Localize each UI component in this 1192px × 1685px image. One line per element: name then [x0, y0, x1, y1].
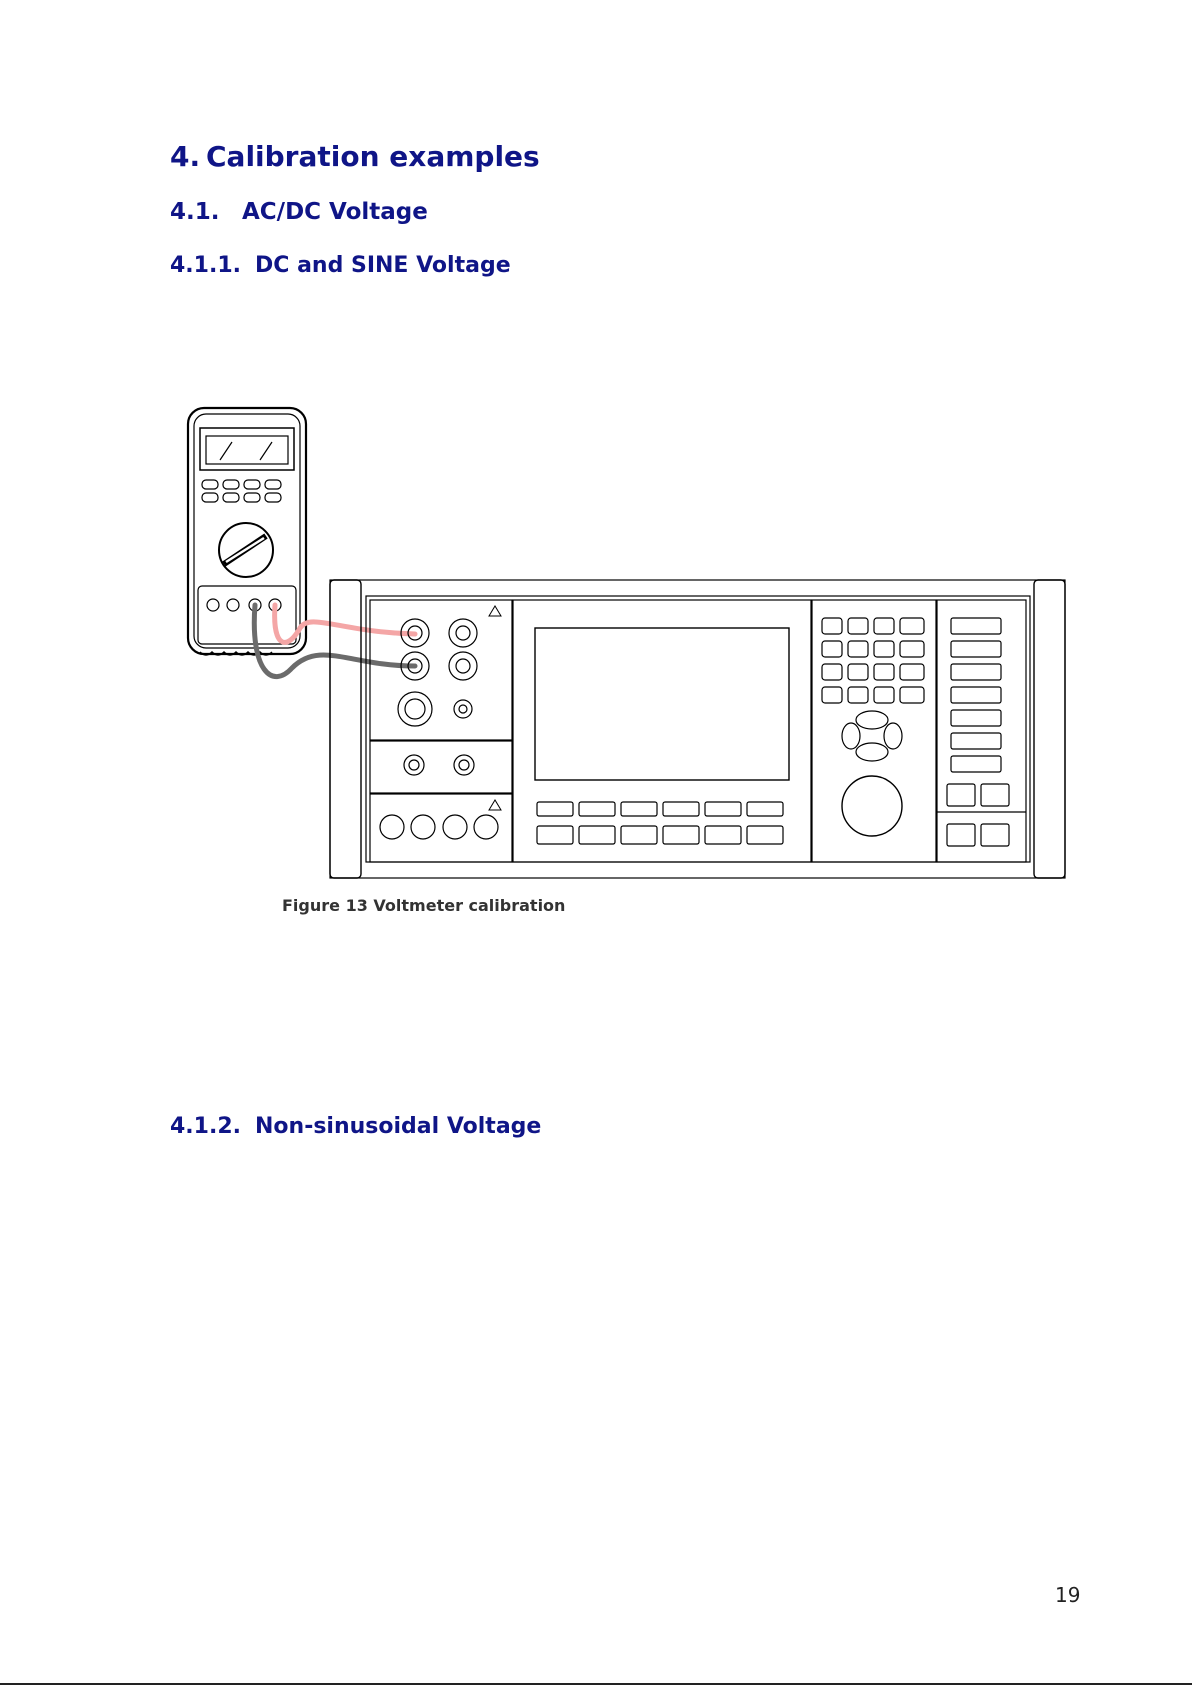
- subsection-number: 4.1.2.: [170, 1114, 255, 1139]
- chapter-heading: 4.Calibration examples: [170, 140, 540, 173]
- subsection-title: Non-sinusoidal Voltage: [255, 1114, 541, 1139]
- subsection-heading-dc-sine: 4.1.1.DC and SINE Voltage: [170, 253, 511, 278]
- subsection-number: 4.1.1.: [170, 253, 255, 278]
- chapter-number: 4.: [170, 140, 206, 173]
- multimeter-illustration: [188, 408, 306, 655]
- chapter-title: Calibration examples: [206, 140, 540, 173]
- figure-caption: Figure 13 Voltmeter calibration: [282, 896, 565, 915]
- page-number: 19: [1055, 1583, 1080, 1607]
- section-heading: 4.1.AC/DC Voltage: [170, 199, 428, 225]
- subsection-heading-non-sinusoidal: 4.1.2.Non-sinusoidal Voltage: [170, 1114, 541, 1139]
- calibrator-illustration: [330, 580, 1065, 878]
- voltmeter-calibration-figure: [180, 400, 1070, 890]
- section-number: 4.1.: [170, 199, 242, 225]
- section-title: AC/DC Voltage: [242, 199, 428, 225]
- subsection-title: DC and SINE Voltage: [255, 253, 511, 278]
